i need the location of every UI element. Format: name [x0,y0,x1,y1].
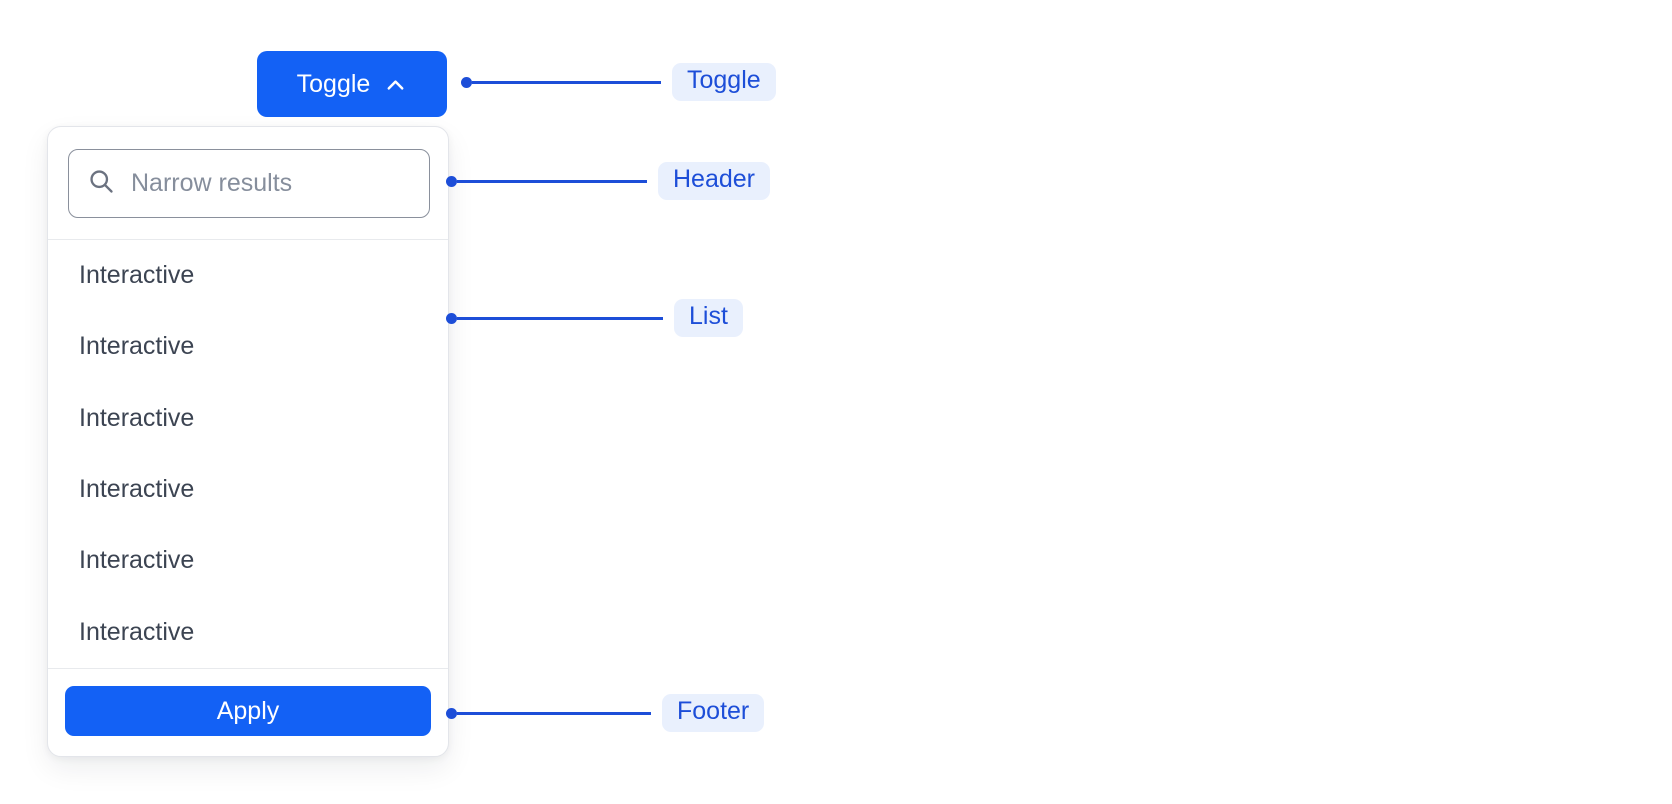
callout-line [457,711,651,715]
dropdown-panel: Interactive Interactive Interactive Inte… [47,126,449,757]
search-input[interactable] [131,169,411,198]
apply-button[interactable]: Apply [65,686,431,736]
annotation-label-header: Header [658,162,770,200]
callout-dot [446,312,457,324]
annotation-label-footer: Footer [662,694,765,732]
callout-line [472,80,661,84]
dropdown-footer: Apply [48,668,448,756]
list-item[interactable]: Interactive [79,546,195,575]
callout-dot [461,76,472,88]
list-item[interactable]: Interactive [79,617,195,646]
callout-dot [446,175,457,187]
dropdown-list: Interactive Interactive Interactive Inte… [48,240,448,668]
list-item[interactable]: Interactive [79,332,195,361]
callout-line [457,179,647,183]
annotation-label-toggle: Toggle [672,63,776,101]
annotation-label-list: List [674,299,743,337]
search-icon [87,167,115,200]
toggle-button-label: Toggle [296,69,371,98]
annotation-footer: Footer [446,694,765,732]
list-item[interactable]: Interactive [79,261,195,290]
dropdown-header [48,127,448,240]
chevron-up-icon [384,72,407,97]
search-box[interactable] [68,149,430,218]
annotation-list: List [446,299,743,337]
callout-dot [446,707,457,719]
annotation-toggle: Toggle [461,63,776,101]
list-item[interactable]: Interactive [79,475,195,504]
list-item[interactable]: Interactive [79,403,195,432]
annotation-header: Header [446,162,770,200]
toggle-button[interactable]: Toggle [257,51,447,117]
callout-line [457,316,663,320]
